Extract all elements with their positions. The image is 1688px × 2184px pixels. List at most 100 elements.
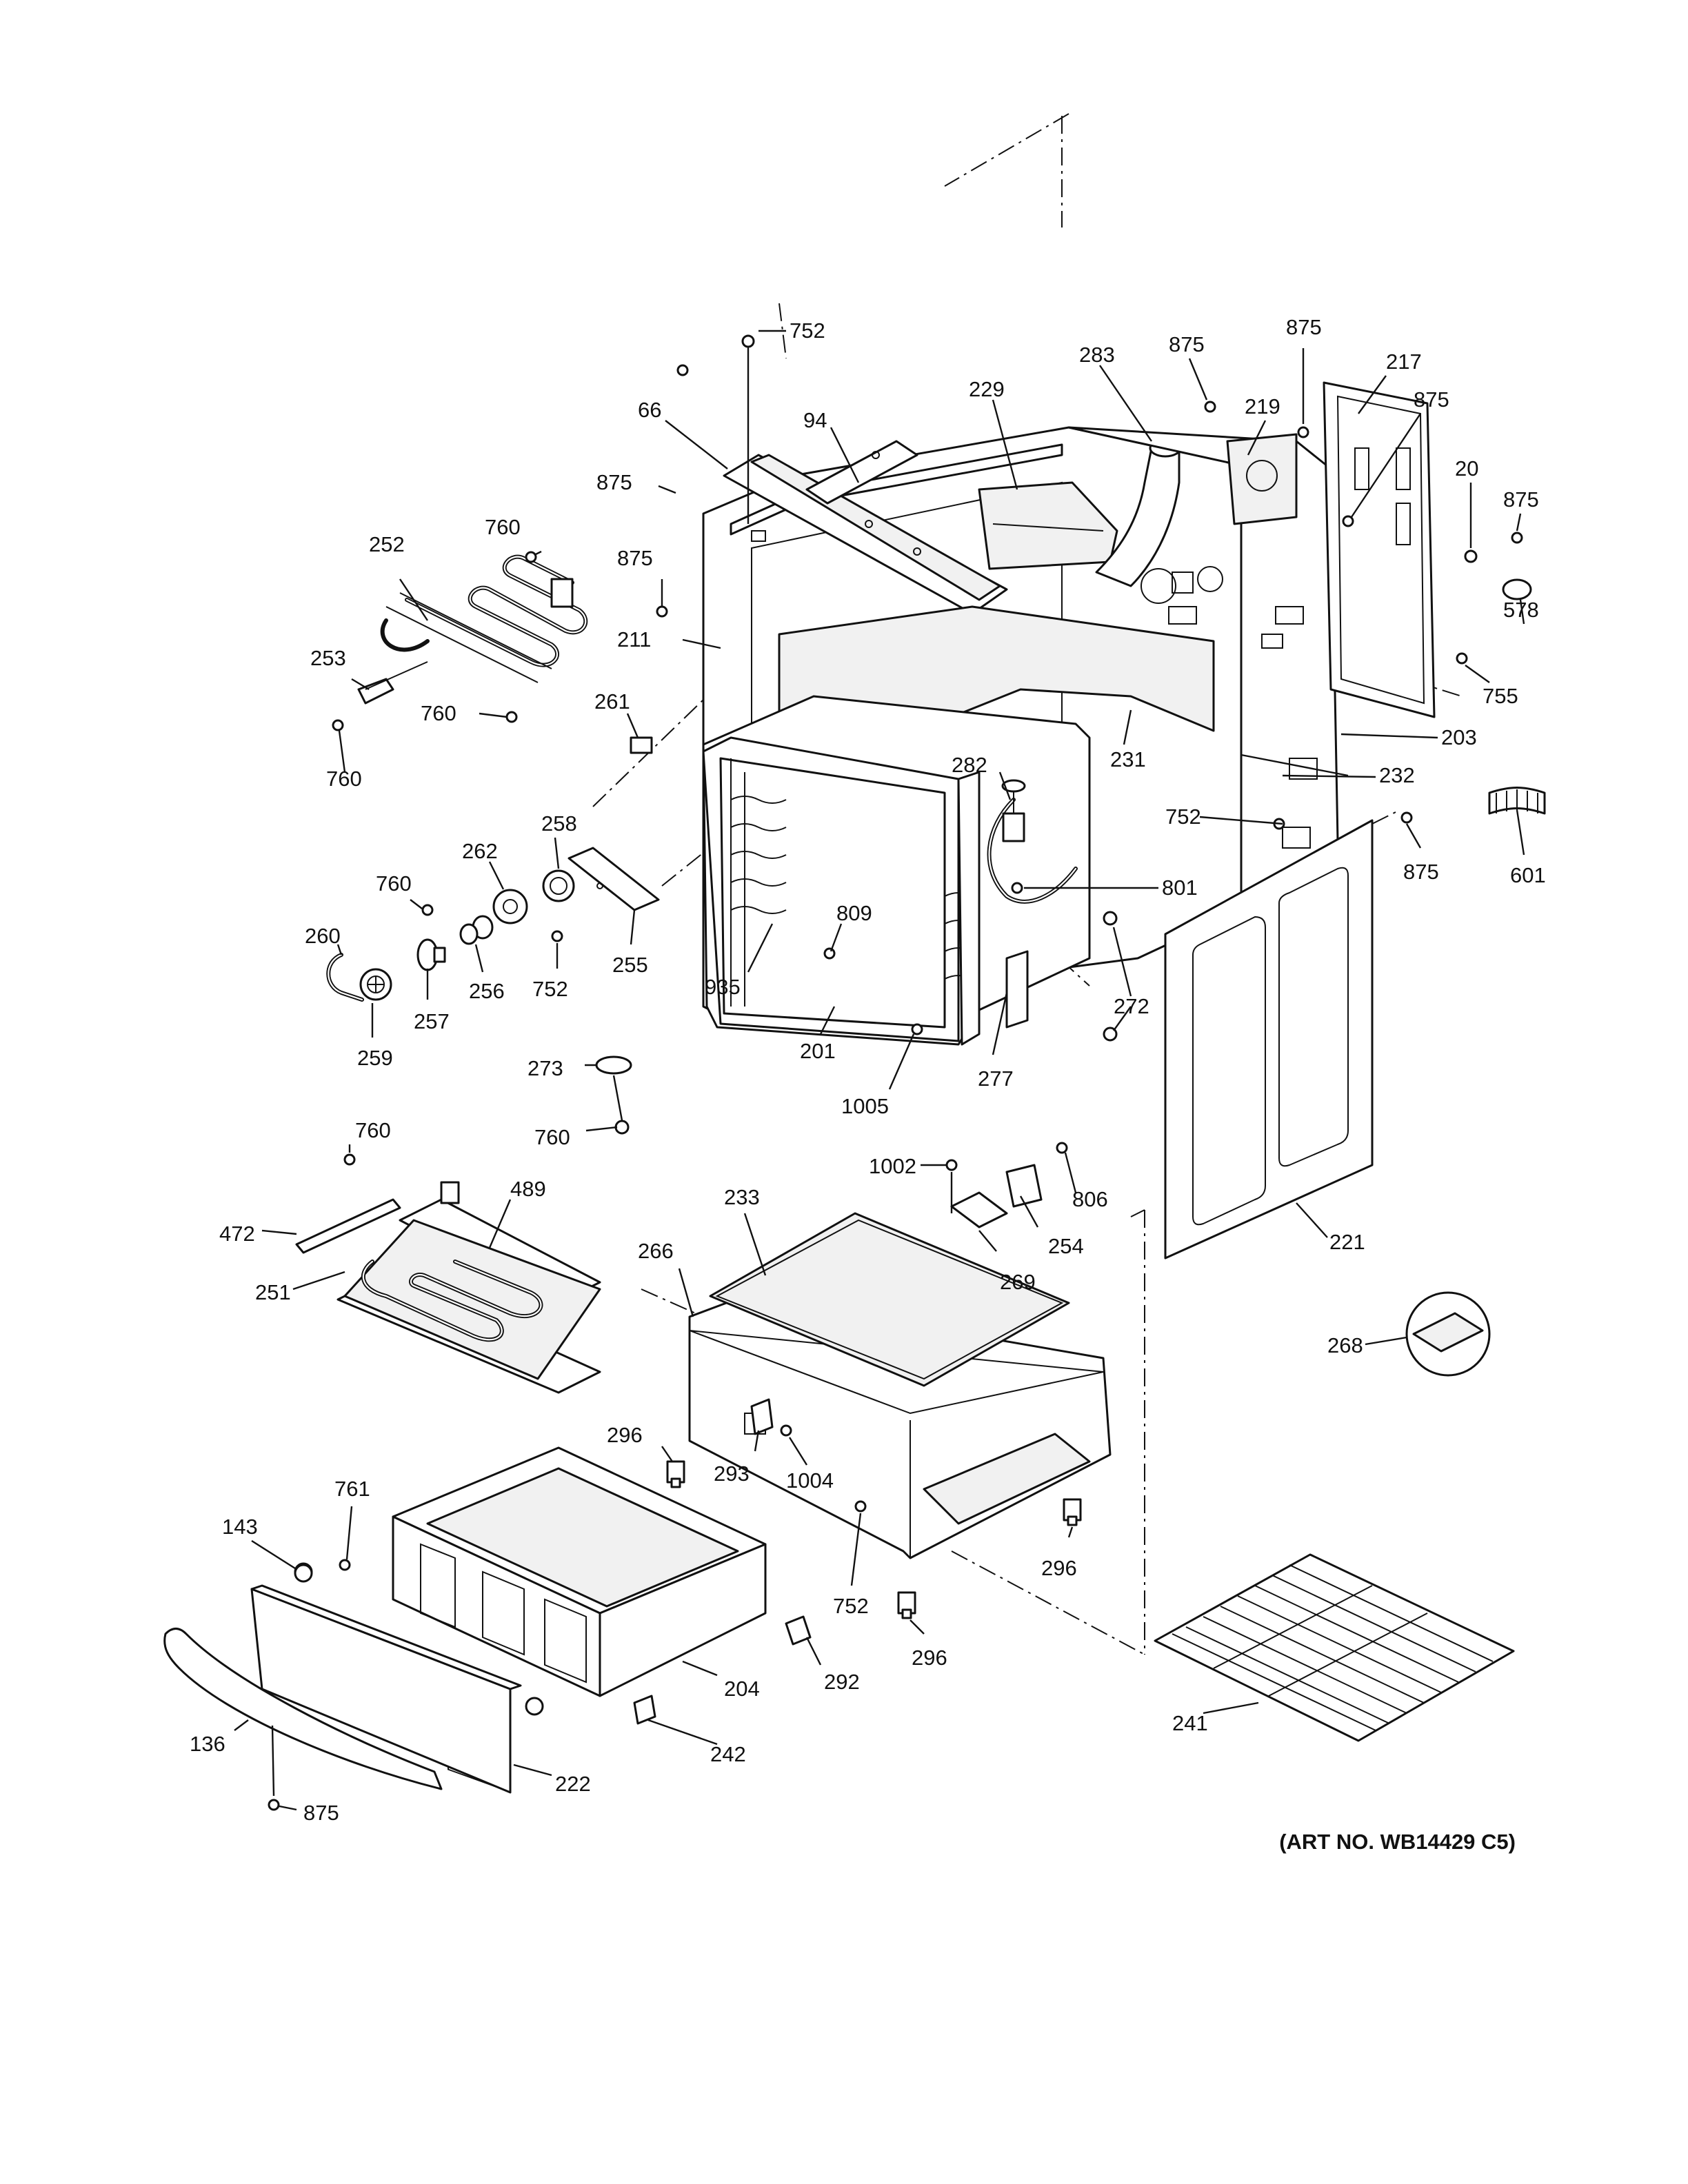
callout-269: 269 xyxy=(1000,1270,1036,1294)
callout-242: 242 xyxy=(710,1742,746,1766)
wire-clip-260 xyxy=(326,953,364,1002)
bracket-293 xyxy=(750,1398,774,1435)
callout-760-a: 760 xyxy=(485,515,521,539)
callout-201: 201 xyxy=(800,1039,836,1063)
callout-labels: 752 66 94 229 283 875 875 219 217 875 20… xyxy=(190,315,1546,1825)
callout-262: 262 xyxy=(462,839,498,863)
callout-935: 935 xyxy=(705,975,741,999)
leveling-leg-296-c xyxy=(897,1591,916,1619)
callout-231: 231 xyxy=(1110,747,1146,771)
callout-752-bot: 752 xyxy=(833,1594,869,1618)
callout-1002: 1002 xyxy=(869,1154,916,1178)
callout-761: 761 xyxy=(334,1477,370,1501)
callout-272: 272 xyxy=(1114,994,1149,1018)
insulation-233 xyxy=(709,1212,1070,1387)
callout-273: 273 xyxy=(528,1056,563,1080)
bulb-257 xyxy=(416,938,446,971)
callout-292: 292 xyxy=(824,1670,860,1694)
callout-875-c: 875 xyxy=(1414,387,1449,412)
oven-rack-241 xyxy=(1154,1553,1515,1742)
callout-266: 266 xyxy=(638,1239,674,1263)
callout-217: 217 xyxy=(1386,350,1422,374)
callout-241: 241 xyxy=(1172,1711,1208,1735)
lens-259 xyxy=(359,968,392,1001)
callout-875-left1: 875 xyxy=(596,470,632,494)
callout-204: 204 xyxy=(724,1677,760,1701)
callout-578: 578 xyxy=(1503,598,1539,622)
callout-293: 293 xyxy=(714,1462,750,1486)
callout-283: 283 xyxy=(1079,343,1115,367)
side-panel-221 xyxy=(1164,819,1374,1260)
callout-875-left2: 875 xyxy=(617,546,653,570)
insulation-229 xyxy=(978,481,1118,570)
fasteners xyxy=(268,334,1532,1811)
callout-875-e: 875 xyxy=(1403,860,1439,884)
cover-219 xyxy=(1226,433,1298,525)
callout-752-low: 752 xyxy=(532,977,568,1001)
callout-259: 259 xyxy=(357,1046,393,1070)
oven-cavity-201 xyxy=(702,695,1091,1046)
callout-232: 232 xyxy=(1379,763,1415,787)
callout-268: 268 xyxy=(1327,1333,1363,1357)
callout-875-b: 875 xyxy=(1286,315,1322,339)
art-number: (ART NO. WB14429 C5) xyxy=(1279,1830,1516,1854)
bracket-292 xyxy=(785,1615,812,1646)
top-brace-94 xyxy=(805,440,918,505)
callout-20: 20 xyxy=(1455,456,1478,481)
callout-258: 258 xyxy=(541,811,577,836)
receptacle-262 xyxy=(459,889,528,945)
drawer-front-222 xyxy=(250,1562,544,1794)
callout-219: 219 xyxy=(1245,394,1280,418)
harness-601 xyxy=(1488,787,1546,815)
bracket-277 xyxy=(1005,950,1029,1029)
leader-lines xyxy=(234,330,1525,1811)
callout-489: 489 xyxy=(510,1177,546,1201)
callout-255: 255 xyxy=(612,953,648,977)
callout-755: 755 xyxy=(1483,684,1518,708)
callout-1004: 1004 xyxy=(786,1468,834,1493)
callout-256: 256 xyxy=(469,979,505,1003)
callout-752-mid: 752 xyxy=(1165,805,1201,829)
callout-203: 203 xyxy=(1441,725,1477,749)
callout-94: 94 xyxy=(803,408,827,432)
callout-760-d: 760 xyxy=(376,871,412,896)
gasket-258 xyxy=(542,869,575,902)
callout-136: 136 xyxy=(190,1732,225,1756)
callout-752-top: 752 xyxy=(790,318,825,343)
callout-254: 254 xyxy=(1048,1234,1084,1258)
bake-element-251 xyxy=(361,1181,543,1342)
sensor-261 xyxy=(630,736,653,754)
callout-809: 809 xyxy=(836,901,872,925)
callout-1005: 1005 xyxy=(841,1094,889,1118)
callout-875-bot: 875 xyxy=(303,1801,339,1825)
callout-257: 257 xyxy=(414,1009,450,1033)
shield-217 xyxy=(1323,381,1436,718)
callout-296-a: 296 xyxy=(607,1423,643,1447)
sensor-282 xyxy=(987,779,1078,904)
callout-260: 260 xyxy=(305,924,341,948)
callout-875-a: 875 xyxy=(1169,332,1205,356)
callout-277: 277 xyxy=(978,1066,1014,1091)
callout-760-f: 760 xyxy=(355,1118,391,1142)
callout-229: 229 xyxy=(969,377,1005,401)
callout-282: 282 xyxy=(952,753,987,777)
callout-233: 233 xyxy=(724,1185,760,1209)
callout-221: 221 xyxy=(1329,1230,1365,1254)
light-housing-255 xyxy=(567,847,660,911)
callout-760-c: 760 xyxy=(326,767,362,791)
leveling-leg-296-b xyxy=(1063,1498,1082,1526)
callout-472: 472 xyxy=(219,1222,255,1246)
callout-601: 601 xyxy=(1510,863,1546,887)
drawer-handle-136 xyxy=(163,1628,443,1790)
broil-element-252 xyxy=(380,554,588,683)
callout-261: 261 xyxy=(594,689,630,714)
drawer-204 xyxy=(392,1446,767,1791)
callout-296-b: 296 xyxy=(1041,1556,1077,1580)
plug-273 xyxy=(595,1055,632,1075)
bracket-242 xyxy=(633,1695,656,1725)
callout-251: 251 xyxy=(255,1280,291,1304)
callout-875-d: 875 xyxy=(1503,487,1539,512)
callout-211: 211 xyxy=(617,627,651,651)
callout-253: 253 xyxy=(310,646,346,670)
